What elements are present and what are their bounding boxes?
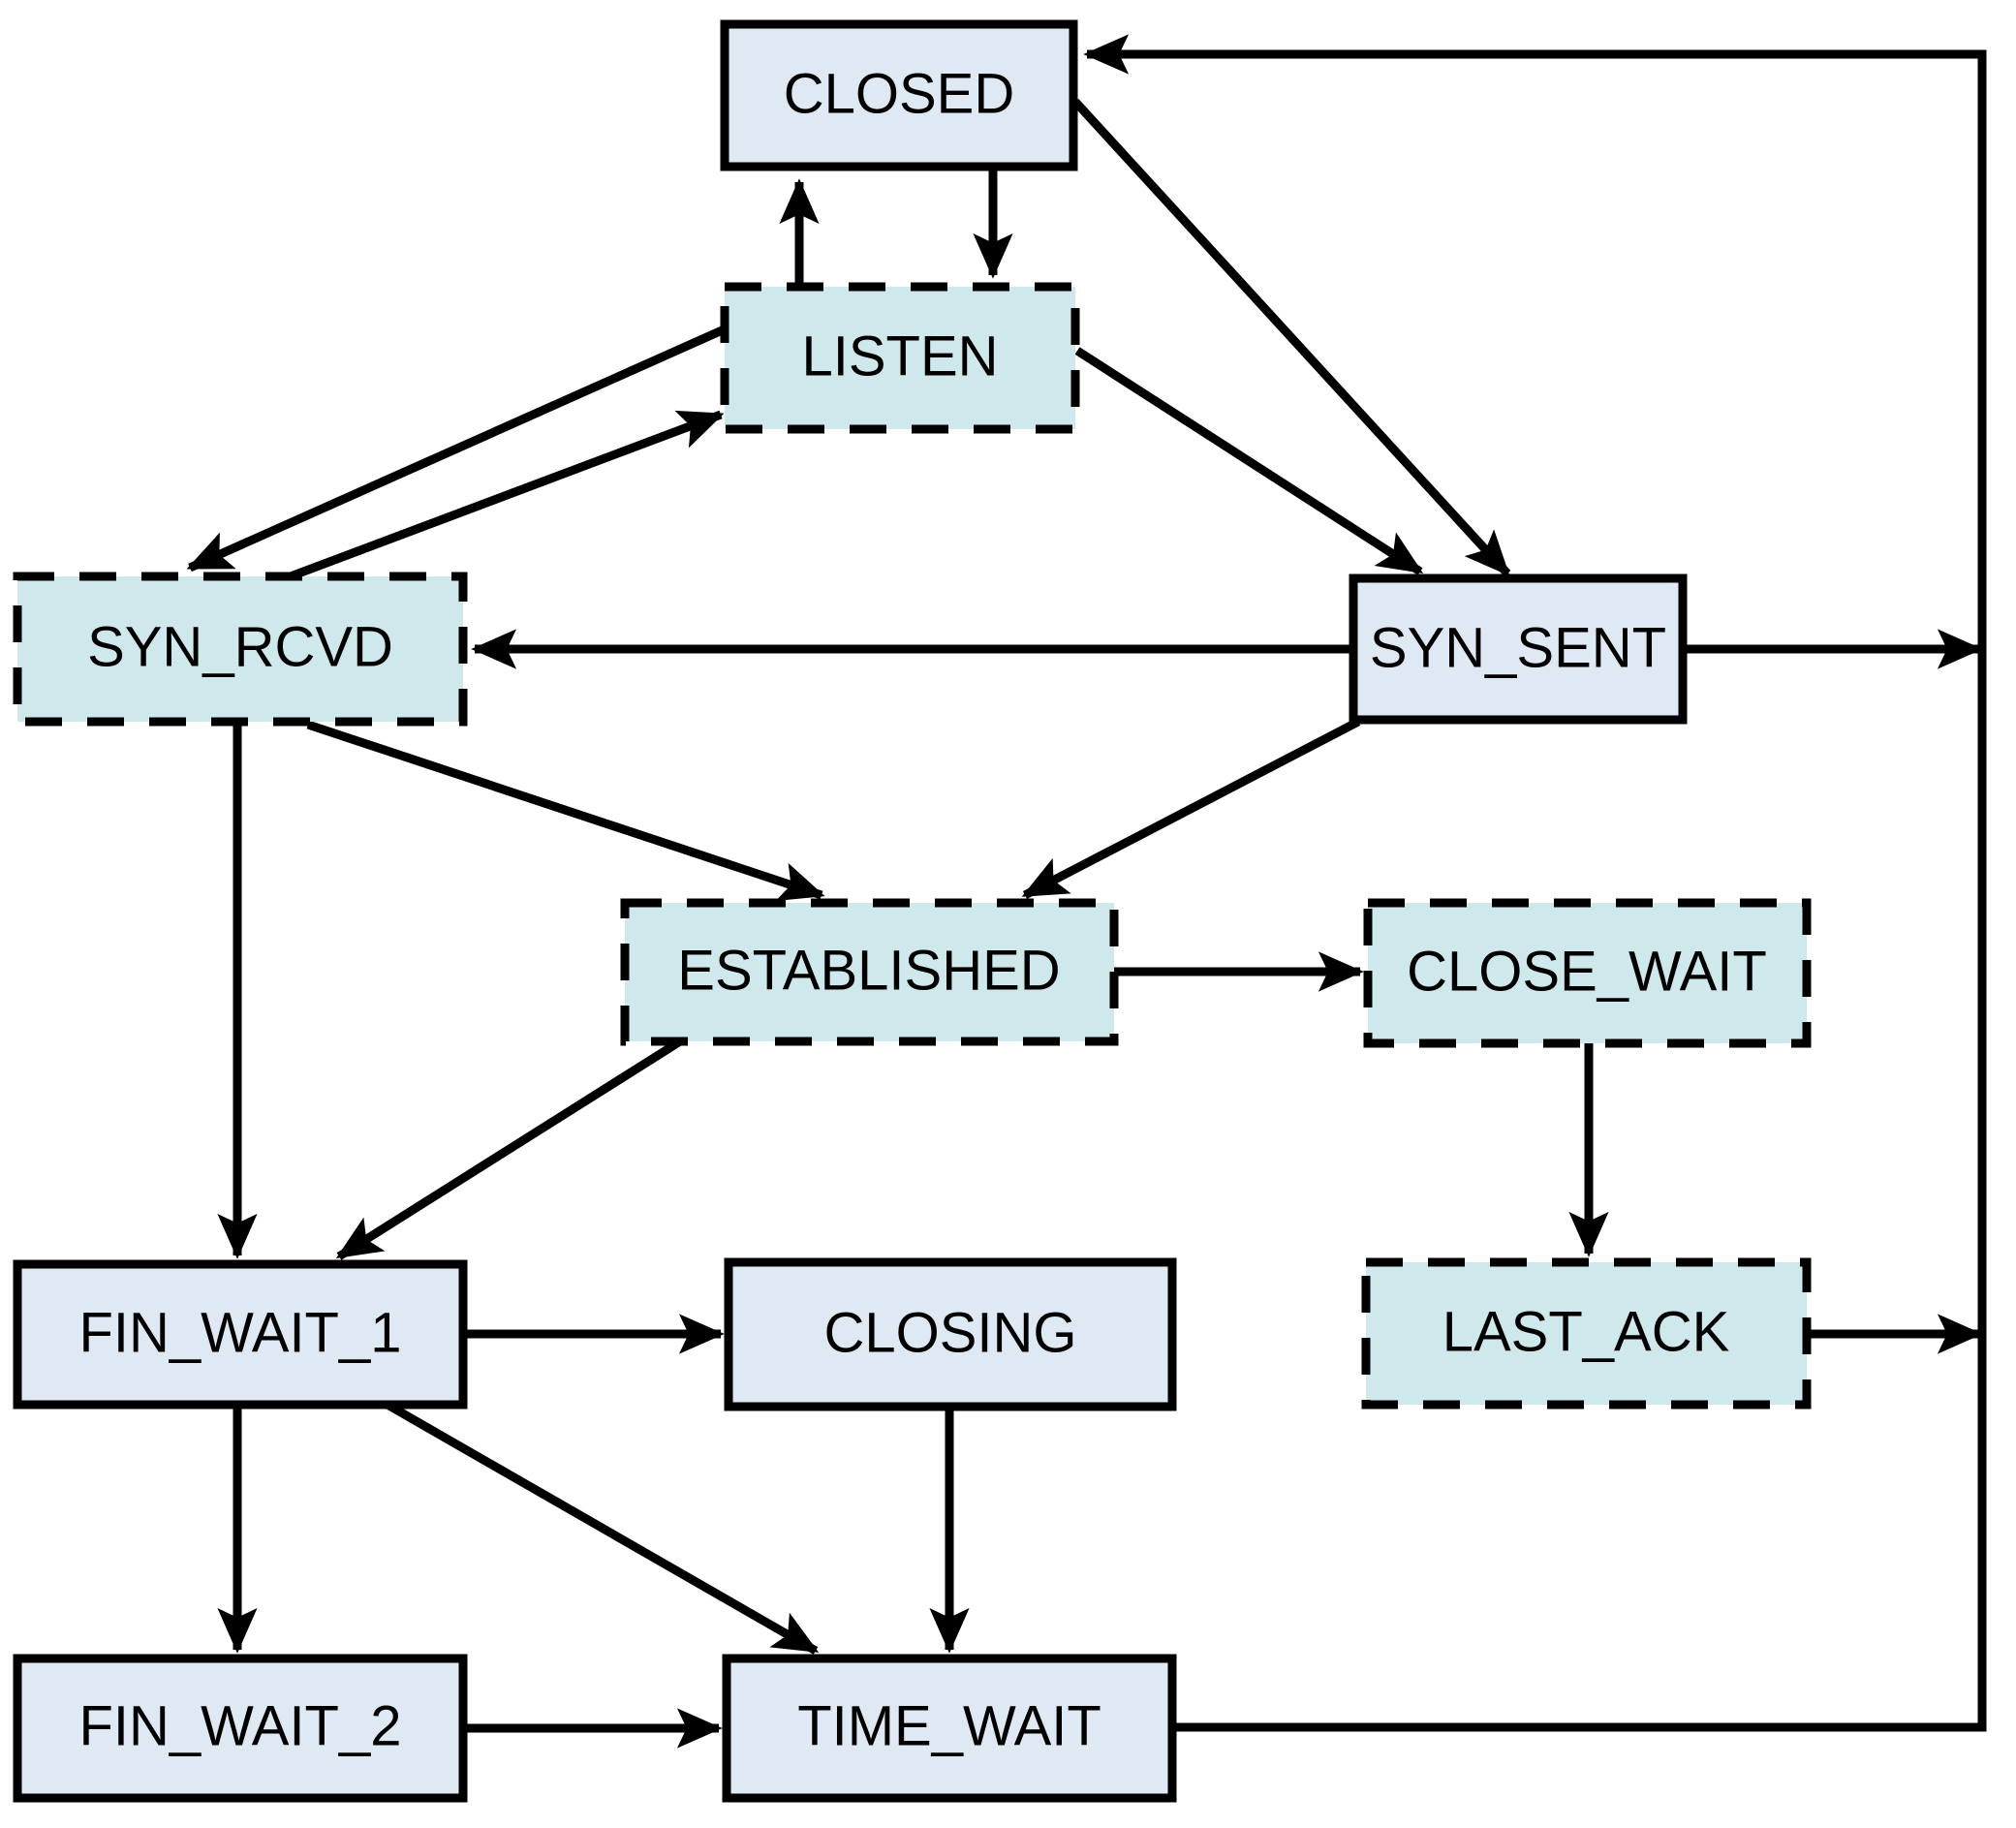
state-node-syn-sent[interactable]: SYN_SENT bbox=[1349, 573, 1688, 725]
state-label-syn-sent: SYN_SENT bbox=[1370, 616, 1666, 679]
state-box-listen[interactable] bbox=[720, 282, 1080, 434]
edge-syn_rcvd-to-listen bbox=[289, 410, 725, 581]
edge-listen-to-syn_rcvd bbox=[186, 323, 730, 573]
state-label-fin-wait-2: FIN_WAIT_2 bbox=[78, 1694, 401, 1757]
state-label-fin-wait-1: FIN_WAIT_1 bbox=[78, 1301, 401, 1364]
state-box-established[interactable] bbox=[620, 898, 1119, 1046]
state-label-established: ESTABLISHED bbox=[677, 939, 1060, 1002]
state-label-closed: CLOSED bbox=[784, 62, 1015, 125]
state-box-fin-wait-1[interactable] bbox=[13, 1259, 468, 1410]
edge-established-to-fin_wait_1 bbox=[335, 1038, 683, 1260]
state-node-listen[interactable]: LISTEN bbox=[720, 282, 1080, 434]
state-node-closed[interactable]: CLOSED bbox=[720, 19, 1078, 171]
state-label-time-wait: TIME_WAIT bbox=[797, 1694, 1101, 1757]
state-node-syn-rcvd[interactable]: SYN_RCVD bbox=[13, 572, 468, 727]
edge-syn_rcvd-to-established bbox=[306, 720, 825, 901]
state-label-syn-rcvd: SYN_RCVD bbox=[87, 615, 393, 678]
state-box-closing[interactable] bbox=[724, 1257, 1177, 1411]
state-node-close-wait[interactable]: CLOSE_WAIT bbox=[1363, 898, 1812, 1048]
state-box-fin-wait-2[interactable] bbox=[13, 1654, 468, 1803]
edge-syn_sent-to-established bbox=[1021, 718, 1361, 899]
edge-closed-to-syn_sent bbox=[1071, 98, 1511, 577]
state-box-closed[interactable] bbox=[720, 19, 1078, 171]
transitions-layer bbox=[186, 34, 1987, 1749]
edge-time_wait-to-closed bbox=[1083, 34, 1987, 1732]
state-node-last-ack[interactable]: LAST_ACK bbox=[1361, 1257, 1812, 1410]
state-node-time-wait[interactable]: TIME_WAIT bbox=[722, 1654, 1177, 1803]
state-label-close-wait: CLOSE_WAIT bbox=[1407, 940, 1767, 1003]
state-box-syn-rcvd[interactable] bbox=[13, 572, 468, 727]
state-box-last-ack[interactable] bbox=[1361, 1257, 1812, 1410]
state-label-last-ack: LAST_ACK bbox=[1442, 1300, 1730, 1363]
state-node-fin-wait-2[interactable]: FIN_WAIT_2 bbox=[13, 1654, 468, 1803]
state-node-fin-wait-1[interactable]: FIN_WAIT_1 bbox=[13, 1259, 468, 1410]
state-box-close-wait[interactable] bbox=[1363, 898, 1812, 1048]
state-label-closing: CLOSING bbox=[823, 1301, 1076, 1364]
state-box-time-wait[interactable] bbox=[722, 1654, 1177, 1803]
state-node-closing[interactable]: CLOSING bbox=[724, 1257, 1177, 1411]
edge-listen-to-syn_sent bbox=[1074, 347, 1424, 575]
edge-fin_wait_1-to-time_wait bbox=[385, 1401, 820, 1655]
states-layer: CLOSED LISTEN SYN_RCVD SYN_SENT ESTABLIS… bbox=[13, 19, 1812, 1803]
state-box-syn-sent[interactable] bbox=[1349, 573, 1688, 725]
state-node-established[interactable]: ESTABLISHED bbox=[620, 898, 1119, 1046]
state-label-listen: LISTEN bbox=[801, 325, 998, 387]
